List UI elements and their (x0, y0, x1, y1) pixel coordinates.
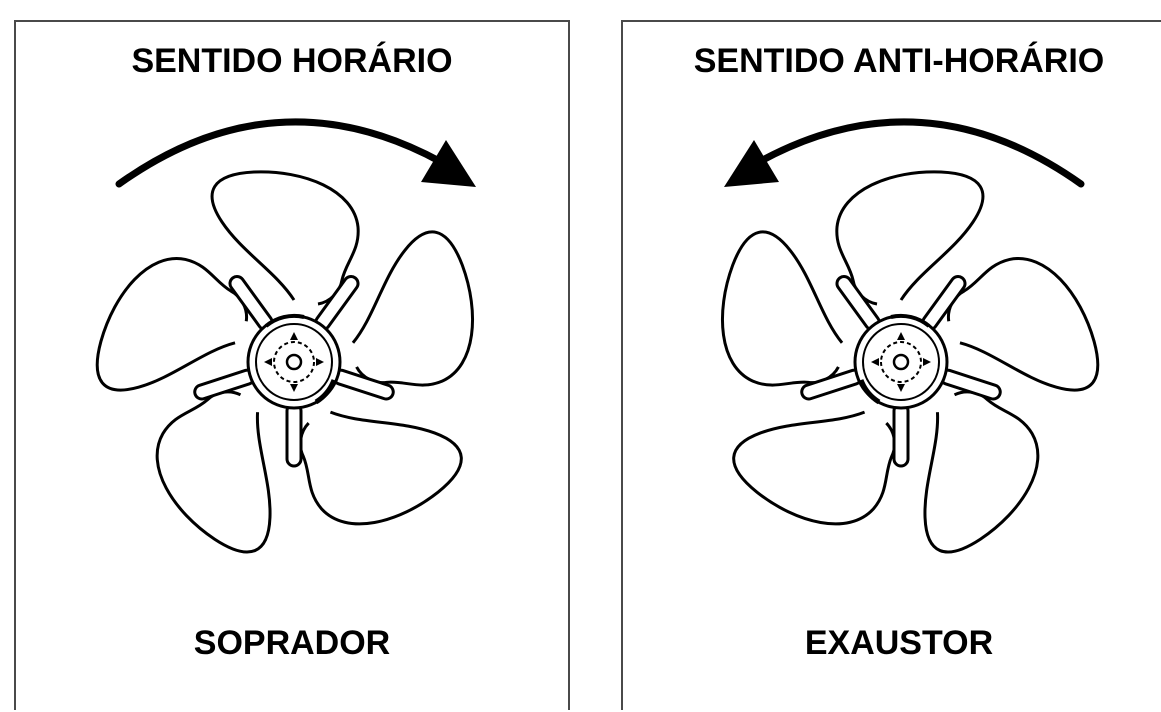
fan-diagram (721, 118, 1100, 554)
panel-label: EXAUSTOR (804, 624, 994, 662)
clockwise-arrow-icon (115, 118, 476, 188)
fan-icon (721, 170, 1100, 554)
fan-diagram (95, 118, 476, 554)
fan-icon (95, 170, 474, 554)
counterclockwise-arrow-icon (724, 118, 1085, 188)
panel-clockwise: SENTIDO HORÁRIO SOPRADOR (14, 20, 570, 710)
panel-counterclockwise: SENTIDO ANTI-HORÁRIO EXAUSTOR (621, 20, 1161, 710)
panel-title: SENTIDO HORÁRIO (131, 42, 453, 80)
panel-title: SENTIDO ANTI-HORÁRIO (693, 42, 1105, 80)
panel-label: SOPRADOR (193, 624, 391, 662)
